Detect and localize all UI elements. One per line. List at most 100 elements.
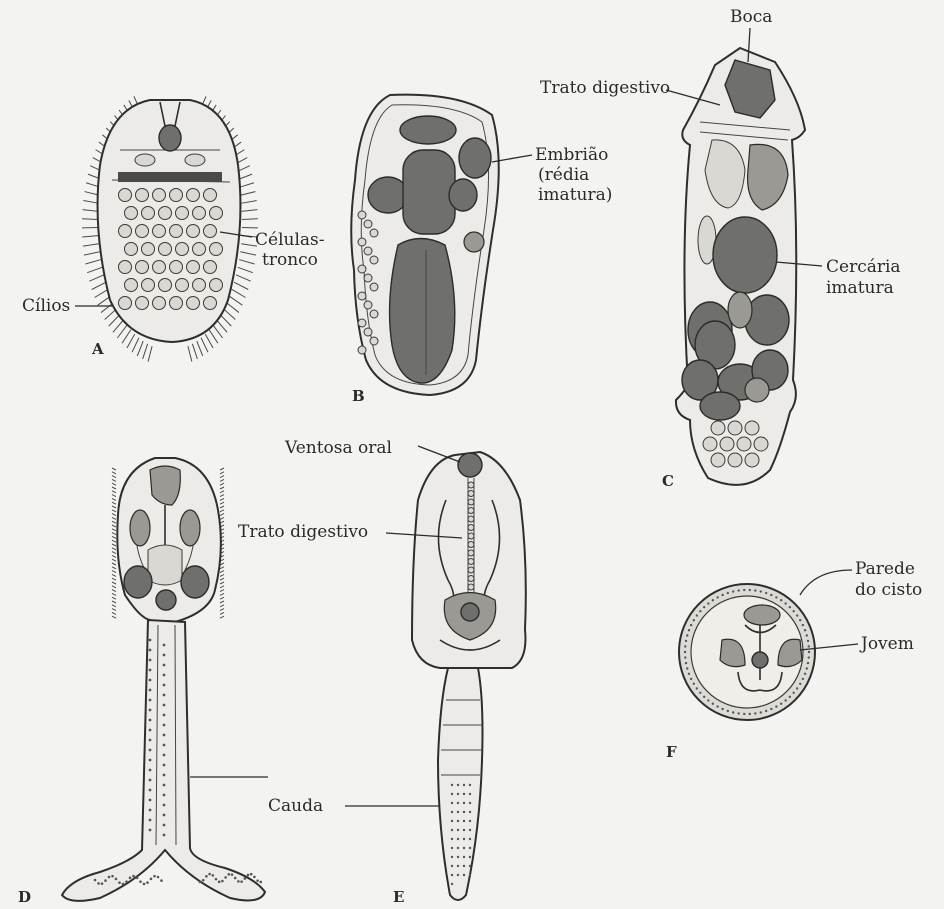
germ-cell (703, 437, 717, 451)
stipple-dot (149, 709, 152, 712)
spine (220, 586, 224, 588)
stipple-dot (451, 883, 453, 885)
stipple-dot (463, 838, 465, 840)
stipple-dot (247, 874, 250, 877)
stipple-dot (451, 865, 453, 867)
spine (112, 544, 116, 546)
stipple-dot (770, 594, 772, 596)
spine (220, 495, 224, 497)
stipple-dot (153, 875, 156, 878)
cilium (192, 344, 197, 359)
stipple-dot (149, 659, 152, 662)
stipple-dot (101, 882, 104, 885)
spine (112, 491, 116, 493)
stipple-dot (208, 873, 211, 876)
label-mouth: Boca (730, 7, 772, 27)
stem-cell (170, 189, 183, 202)
tract-bead (468, 576, 474, 582)
label-stem-cells-line2: tronco (262, 250, 318, 270)
spine (112, 506, 116, 508)
stem-cell (159, 243, 172, 256)
panel-e-cercaria: Ventosa oral Trato digestivo Cauda E (238, 438, 526, 906)
stem-cell (204, 225, 217, 238)
stipple-dot (163, 814, 166, 817)
stipple-dot (149, 799, 152, 802)
stipple-dot (218, 881, 221, 884)
stipple-dot (143, 883, 146, 886)
stem-cell (136, 225, 149, 238)
spine (220, 571, 224, 573)
stipple-dot (792, 610, 794, 612)
label-cercaria-line2: imatura (826, 278, 894, 298)
cilium (236, 275, 251, 281)
tract-bead (468, 508, 474, 514)
spine (112, 571, 116, 573)
wall-cell (364, 247, 372, 255)
spine (112, 616, 116, 618)
stipple-dot (463, 793, 465, 795)
stipple-dot (457, 838, 459, 840)
stipple-dot (760, 711, 762, 713)
spine (112, 601, 116, 603)
stipple-dot (796, 614, 798, 616)
cilium (242, 219, 258, 220)
stipple-dot (199, 881, 202, 884)
stipple-dot (469, 802, 471, 804)
cilium (143, 344, 148, 359)
stem-cell (176, 207, 189, 220)
spine (112, 521, 116, 523)
label-embryo-line3: imatura) (538, 185, 612, 205)
tract-bead (468, 533, 474, 539)
label-cyst-wall-line2: do cisto (855, 580, 922, 600)
tract-bead (468, 550, 474, 556)
spine (220, 597, 224, 599)
stipple-dot (808, 656, 810, 658)
stipple-dot (457, 784, 459, 786)
stipple-dot (108, 876, 111, 879)
spine (112, 593, 116, 595)
spine (220, 612, 224, 614)
stipple-dot (804, 673, 806, 675)
stipple-dot (122, 883, 125, 886)
spine (112, 517, 116, 519)
stipple-dot (163, 754, 166, 757)
stipple-dot (469, 874, 471, 876)
cilium (229, 296, 242, 305)
stipple-dot (693, 683, 695, 685)
stipple-dot (469, 820, 471, 822)
stipple-dot (807, 662, 809, 664)
spine (220, 517, 224, 519)
wall-cell (358, 211, 366, 219)
stem-cell (136, 297, 149, 310)
stipple-dot (765, 710, 767, 712)
stipple-dot (721, 594, 723, 596)
stipple-dot (163, 724, 166, 727)
stipple-dot (163, 664, 166, 667)
wall-cell (370, 310, 378, 318)
stipple-dot (163, 774, 166, 777)
spine (112, 609, 116, 611)
cilium (83, 210, 99, 212)
stem-cell (119, 261, 132, 274)
cilium (148, 346, 152, 361)
stipple-dot (149, 639, 152, 642)
stipple-dot (205, 875, 208, 878)
stipple-dot (228, 873, 231, 876)
stipple-dot (807, 640, 809, 642)
stipple-dot (712, 599, 714, 601)
stipple-dot (244, 877, 247, 880)
stipple-dot (157, 876, 160, 879)
stipple-dot (163, 714, 166, 717)
stipple-dot (253, 876, 256, 879)
cilium (201, 338, 208, 352)
panel-letter-b: B (352, 387, 365, 405)
spine (112, 529, 116, 531)
stem-cell (136, 189, 149, 202)
stem-cell (142, 279, 155, 292)
stipple-dot (743, 713, 745, 715)
stipple-dot (224, 876, 227, 879)
cilium (83, 244, 99, 246)
stipple-dot (463, 784, 465, 786)
stem-cell (204, 261, 217, 274)
